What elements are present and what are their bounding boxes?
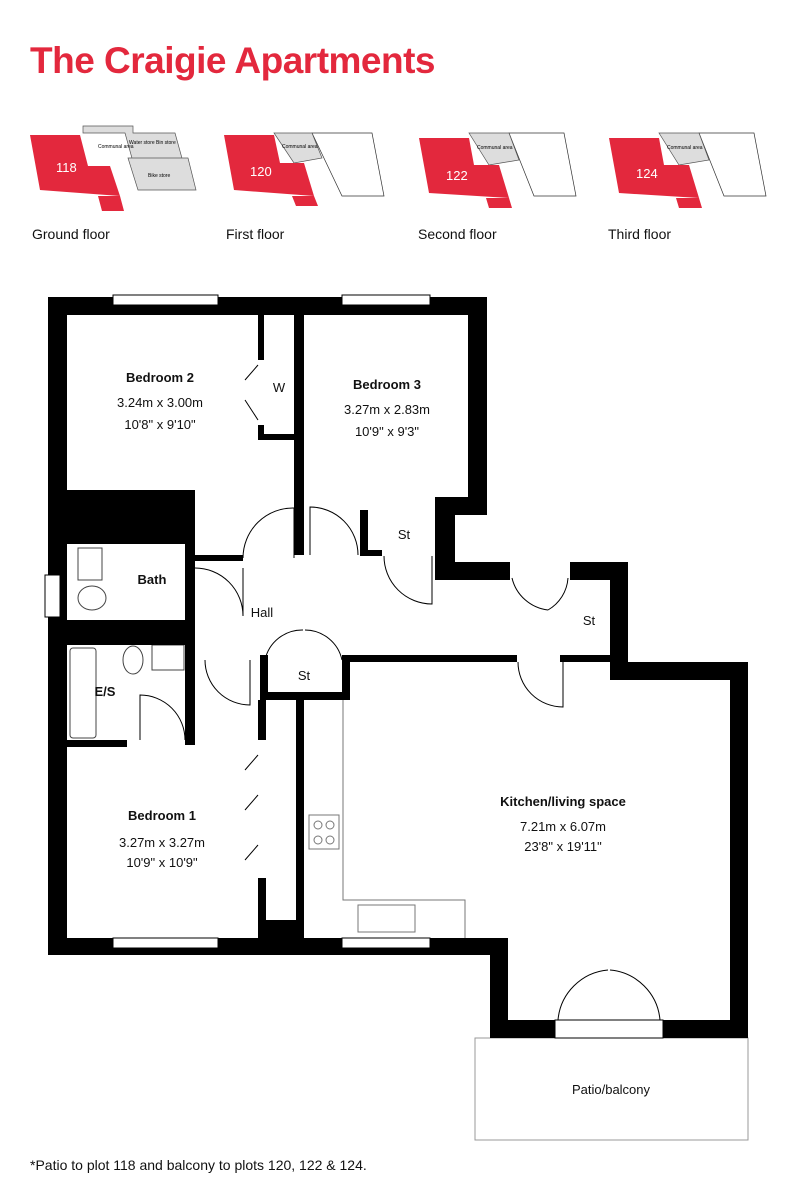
walls	[48, 297, 748, 1038]
room-dimensions-imperial: 10'8" x 9'10"	[124, 417, 196, 432]
page-title: The Craigie Apartments	[30, 40, 436, 81]
room-dimensions-imperial: 10'9" x 10'9"	[126, 855, 198, 870]
key-plan-diagram: 122 Communal area	[419, 132, 577, 208]
room-name: Kitchen/living space	[500, 794, 626, 809]
store-label: St	[298, 668, 311, 683]
room-name: Patio/balcony	[572, 1082, 651, 1097]
key-plan-second-floor: 122 Communal area Second floor	[414, 118, 594, 248]
area-label: Water store	[129, 140, 155, 146]
area-label: Bin store	[156, 140, 176, 146]
area-label: Bike store	[148, 173, 170, 179]
area-label: Communal area	[282, 144, 318, 150]
key-plan-diagram: 124 Communal area	[609, 132, 767, 208]
key-plan-label: Second floor	[418, 226, 497, 242]
plot-number: 122	[446, 168, 468, 183]
room-name: Hall	[251, 605, 274, 620]
key-plan-ground-floor: 118 Communal area Water store Bin store …	[28, 118, 208, 248]
room-dimensions-imperial: 10'9" x 9'3"	[355, 424, 419, 439]
windows	[44, 294, 664, 1039]
store-label: St	[398, 527, 411, 542]
footnote: *Patio to plot 118 and balcony to plots …	[30, 1157, 367, 1173]
key-plan-third-floor: 124 Communal area Third floor	[604, 118, 784, 248]
key-plan-first-floor: 120 Communal area First floor	[222, 118, 402, 248]
plot-number: 120	[250, 164, 272, 179]
key-plan-diagram: 120 Communal area	[224, 132, 385, 206]
door-swings	[139, 364, 661, 1021]
room-dimensions-metric: 3.27m x 3.27m	[119, 835, 205, 850]
room-dimensions-metric: 3.27m x 2.83m	[344, 402, 430, 417]
key-plan-diagram: 118 Communal area Water store Bin store …	[30, 125, 197, 211]
room-name: Bedroom 1	[128, 808, 196, 823]
area-label: Communal area	[98, 144, 134, 150]
room-dimensions-metric: 7.21m x 6.07m	[520, 819, 606, 834]
room-name: Bath	[138, 572, 167, 587]
room-dimensions-metric: 3.24m x 3.00m	[117, 395, 203, 410]
key-plan-label: Ground floor	[32, 226, 110, 242]
wardrobe-label: W	[273, 380, 286, 395]
plot-number: 124	[636, 166, 658, 181]
kitchen-worktop	[308, 680, 466, 938]
plot-number: 118	[56, 160, 77, 175]
room-name: Bedroom 3	[353, 377, 421, 392]
key-plan-label: First floor	[226, 226, 285, 242]
area-label: Communal area	[477, 145, 513, 151]
room-dimensions-imperial: 23'8" x 19'11"	[524, 839, 602, 854]
room-name: E/S	[95, 684, 116, 699]
store-label: St	[583, 613, 596, 628]
room-name: Bedroom 2	[126, 370, 194, 385]
area-label: Communal area	[667, 145, 703, 151]
room-labels: Bedroom 2 3.24m x 3.00m 10'8" x 9'10" Be…	[95, 370, 651, 1097]
key-plan-label: Third floor	[608, 226, 672, 242]
